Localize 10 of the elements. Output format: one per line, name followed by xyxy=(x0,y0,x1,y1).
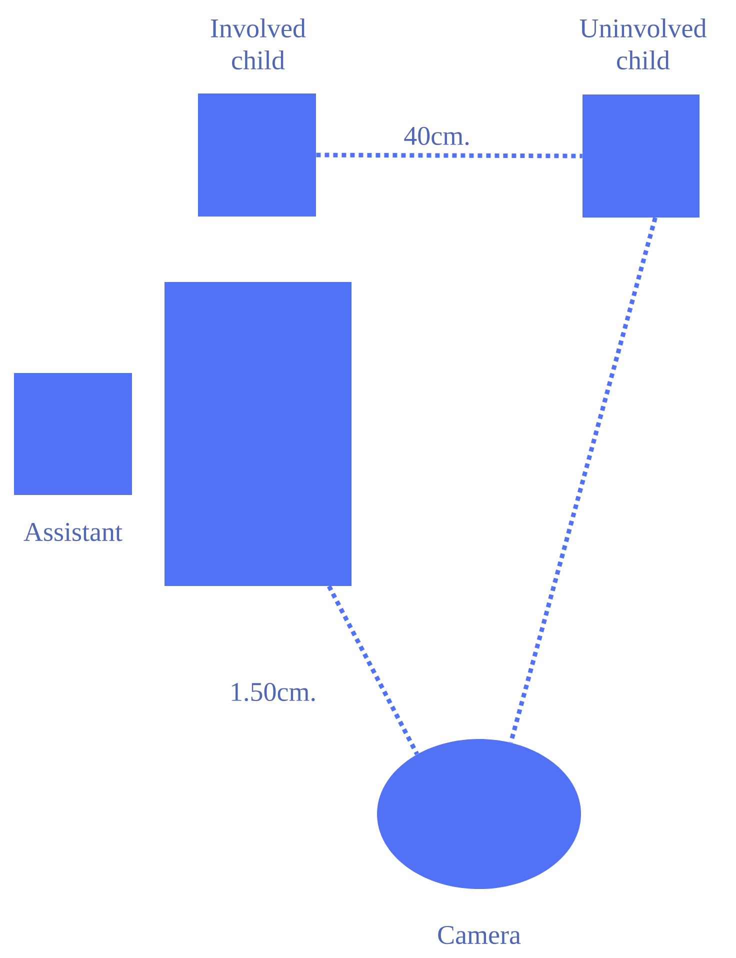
dotted-line xyxy=(326,585,420,756)
node-label: Uninvolved child xyxy=(580,18,706,70)
edge-label: 40cm. xyxy=(404,126,469,146)
edge-label: 1.50cm. xyxy=(232,682,315,702)
dotted-line xyxy=(316,152,582,158)
table-rectangle xyxy=(164,282,352,586)
node-label: Assistant xyxy=(24,522,122,542)
node-label: Camera xyxy=(438,926,521,944)
dotted-line xyxy=(508,217,658,744)
node-label: Involved child xyxy=(210,18,306,70)
